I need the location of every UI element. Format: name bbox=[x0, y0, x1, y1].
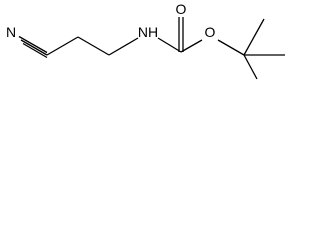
bond-nh-to-carbonyl bbox=[157, 37, 182, 53]
bond-ch2-to-nh bbox=[108, 37, 139, 56]
chemical-structure-diagram: N NH O O bbox=[6, 1, 285, 80]
atom-label-ester-o: O bbox=[205, 24, 216, 40]
bond-c-nitrile-to-ch2 bbox=[46, 36, 79, 56]
carbonyl-double-bond bbox=[178, 17, 184, 52]
atom-label-amide-nh: NH bbox=[138, 24, 158, 40]
nitrile-triple-bond bbox=[18, 35, 48, 59]
atom-label-nitrile-n: N bbox=[6, 24, 16, 40]
atom-label-carbonyl-o: O bbox=[176, 1, 187, 17]
bond-tbu-methyl-down bbox=[243, 54, 258, 80]
bond-ch2-to-ch2 bbox=[77, 36, 110, 56]
bond-tbu-methyl-up bbox=[243, 18, 265, 56]
bond-ester-o-to-quaternary-c bbox=[217, 39, 245, 56]
bond-carbonyl-to-ester-o bbox=[180, 39, 203, 53]
